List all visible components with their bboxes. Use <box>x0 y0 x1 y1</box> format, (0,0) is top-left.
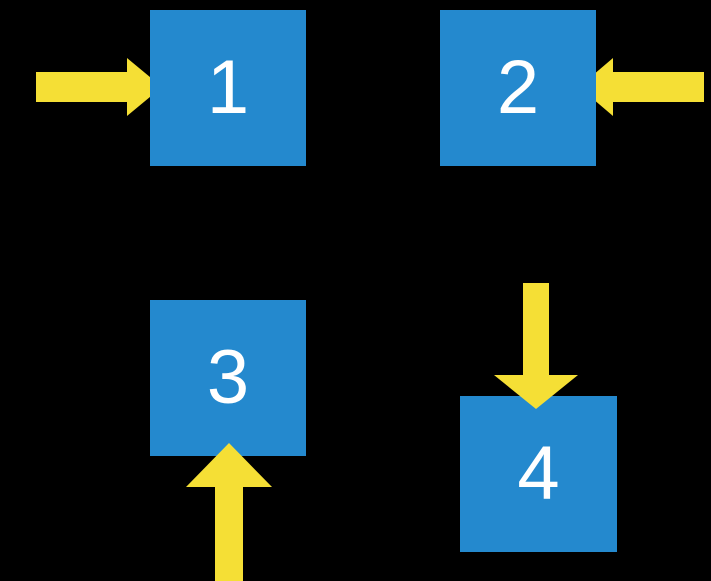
arrow-right-icon <box>36 58 162 116</box>
arrow-down-icon <box>494 283 578 409</box>
arrow-into-node-2 <box>579 58 704 116</box>
diagram-node-3[interactable]: 3 <box>150 300 306 456</box>
diagram-node-2-label: 2 <box>496 45 540 130</box>
arrow-into-node-4 <box>494 283 578 409</box>
diagram-node-4-label: 4 <box>517 431 560 516</box>
diagram-node-1-label: 1 <box>206 45 250 130</box>
diagram-node-1[interactable]: 1 <box>150 10 306 166</box>
arrow-left-icon <box>579 58 704 116</box>
arrow-up-icon <box>186 443 272 581</box>
diagram-node-2[interactable]: 2 <box>440 10 596 166</box>
diagram-node-4[interactable]: 4 <box>460 396 617 552</box>
arrow-into-node-1 <box>36 58 162 116</box>
diagram-node-3-label: 3 <box>206 335 250 420</box>
arrow-into-node-3 <box>186 443 272 581</box>
